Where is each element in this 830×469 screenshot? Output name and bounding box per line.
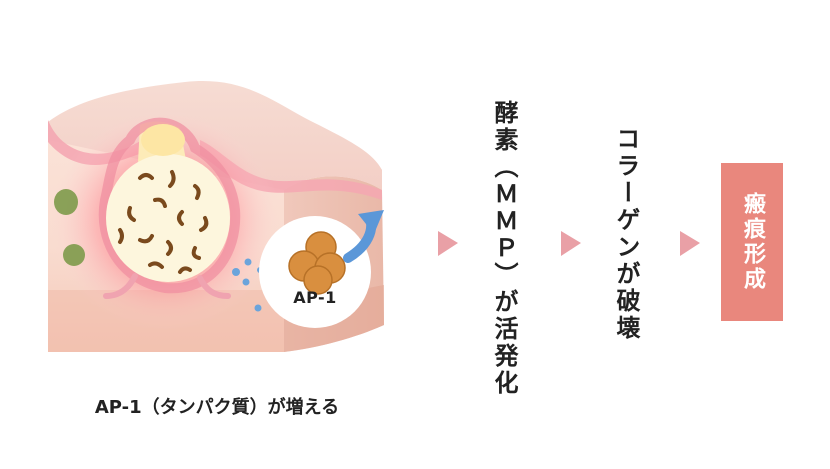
illustration-caption: AP-1（タンパク質）が増える — [62, 393, 372, 419]
chevron-right-icon — [680, 231, 700, 256]
green-cell — [54, 189, 78, 215]
step-collagen-destruction: コラーゲンが破壊 — [614, 126, 638, 342]
chevron-right-icon — [438, 231, 458, 256]
ap1-label: AP-1 — [286, 288, 344, 307]
result-box: 瘢痕形成 — [721, 163, 783, 321]
result-label: 瘢痕形成 — [741, 192, 763, 292]
follicle-sebum — [106, 154, 230, 282]
step-mmp-activation: 酵素（ＭＭＰ）が活発化 — [492, 100, 516, 397]
green-cell — [63, 244, 85, 266]
chevron-right-icon — [561, 231, 581, 256]
